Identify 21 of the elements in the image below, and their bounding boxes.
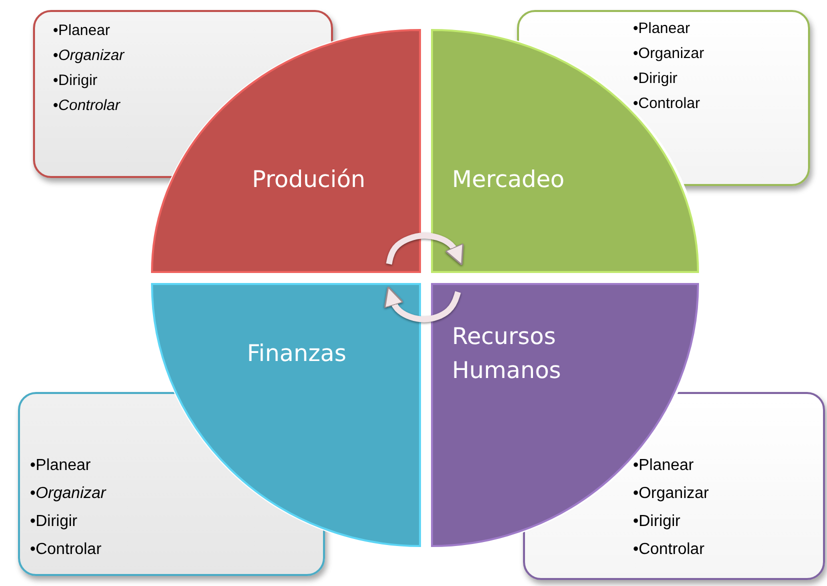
curved-arrow: [386, 232, 464, 266]
list-item: •Organizar: [53, 46, 124, 66]
list-item: •Organizar: [633, 484, 709, 504]
list-item: •Controlar: [633, 94, 701, 114]
list-item: •Dirigir: [633, 512, 682, 532]
list-item: •Dirigir: [30, 512, 78, 532]
list-item: •Organizar: [30, 484, 106, 504]
segment-label: Mercadeo: [452, 166, 566, 195]
segment-label: Finanzas: [247, 340, 348, 369]
list-item: •Planear: [633, 19, 691, 39]
list-item: •Planear: [30, 456, 92, 476]
list-item: •Controlar: [633, 540, 706, 560]
list-item: •Dirigir: [53, 71, 98, 91]
list-item: •Controlar: [30, 540, 102, 560]
list-item: •Controlar: [53, 96, 122, 116]
segment-label: Recursos Humanos: [452, 323, 562, 386]
list-item: •Planear: [633, 456, 695, 476]
segment-label: Produción: [252, 166, 366, 195]
list-item: •Dirigir: [633, 69, 678, 89]
list-item: •Planear: [53, 21, 111, 41]
list-item: •Organizar: [633, 44, 704, 64]
